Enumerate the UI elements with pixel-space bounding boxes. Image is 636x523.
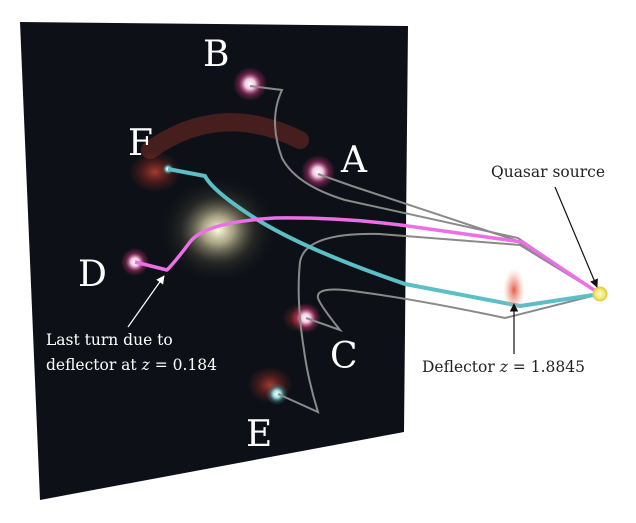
label-e: E (246, 414, 272, 455)
label-f: F (128, 123, 153, 164)
last-turn-label-prefix: deflector at (46, 356, 142, 374)
label-c: C (330, 336, 358, 377)
ray-e (277, 232, 601, 414)
ray-d (134, 216, 601, 296)
label-d: D (78, 254, 107, 295)
quasar-image-a (301, 155, 335, 189)
quasar-image-b (233, 67, 267, 101)
deflector-label-value: = 1.8845 (508, 358, 585, 376)
quasar-source-dot (592, 286, 608, 302)
ray-c (305, 288, 601, 333)
label-b: B (203, 34, 229, 75)
label-a: A (340, 140, 368, 181)
last-turn-label-line1: Last turn due to (46, 331, 173, 349)
last-turn-arrow (127, 275, 165, 328)
deflector-glow (503, 268, 525, 312)
quasar-source-label: Quasar source (491, 163, 605, 181)
deflector-label-var: z (499, 358, 509, 376)
ray-b (249, 85, 601, 295)
red-glow-f (129, 152, 181, 192)
last-turn-label-value: = 0.184 (150, 356, 217, 374)
last-turn-label-var: z (141, 356, 151, 374)
deflector-label: Deflector z = 1.8845 (422, 358, 585, 376)
deflector-label-prefix: Deflector (422, 358, 500, 376)
quasar-image-e (266, 383, 288, 405)
lens-galaxy (156, 174, 280, 286)
last-turn-label-line2: deflector at z = 0.184 (46, 356, 217, 374)
ray-f (167, 167, 601, 308)
lensed-arc-glow (141, 113, 309, 159)
quasar-source-arrow (554, 186, 598, 288)
